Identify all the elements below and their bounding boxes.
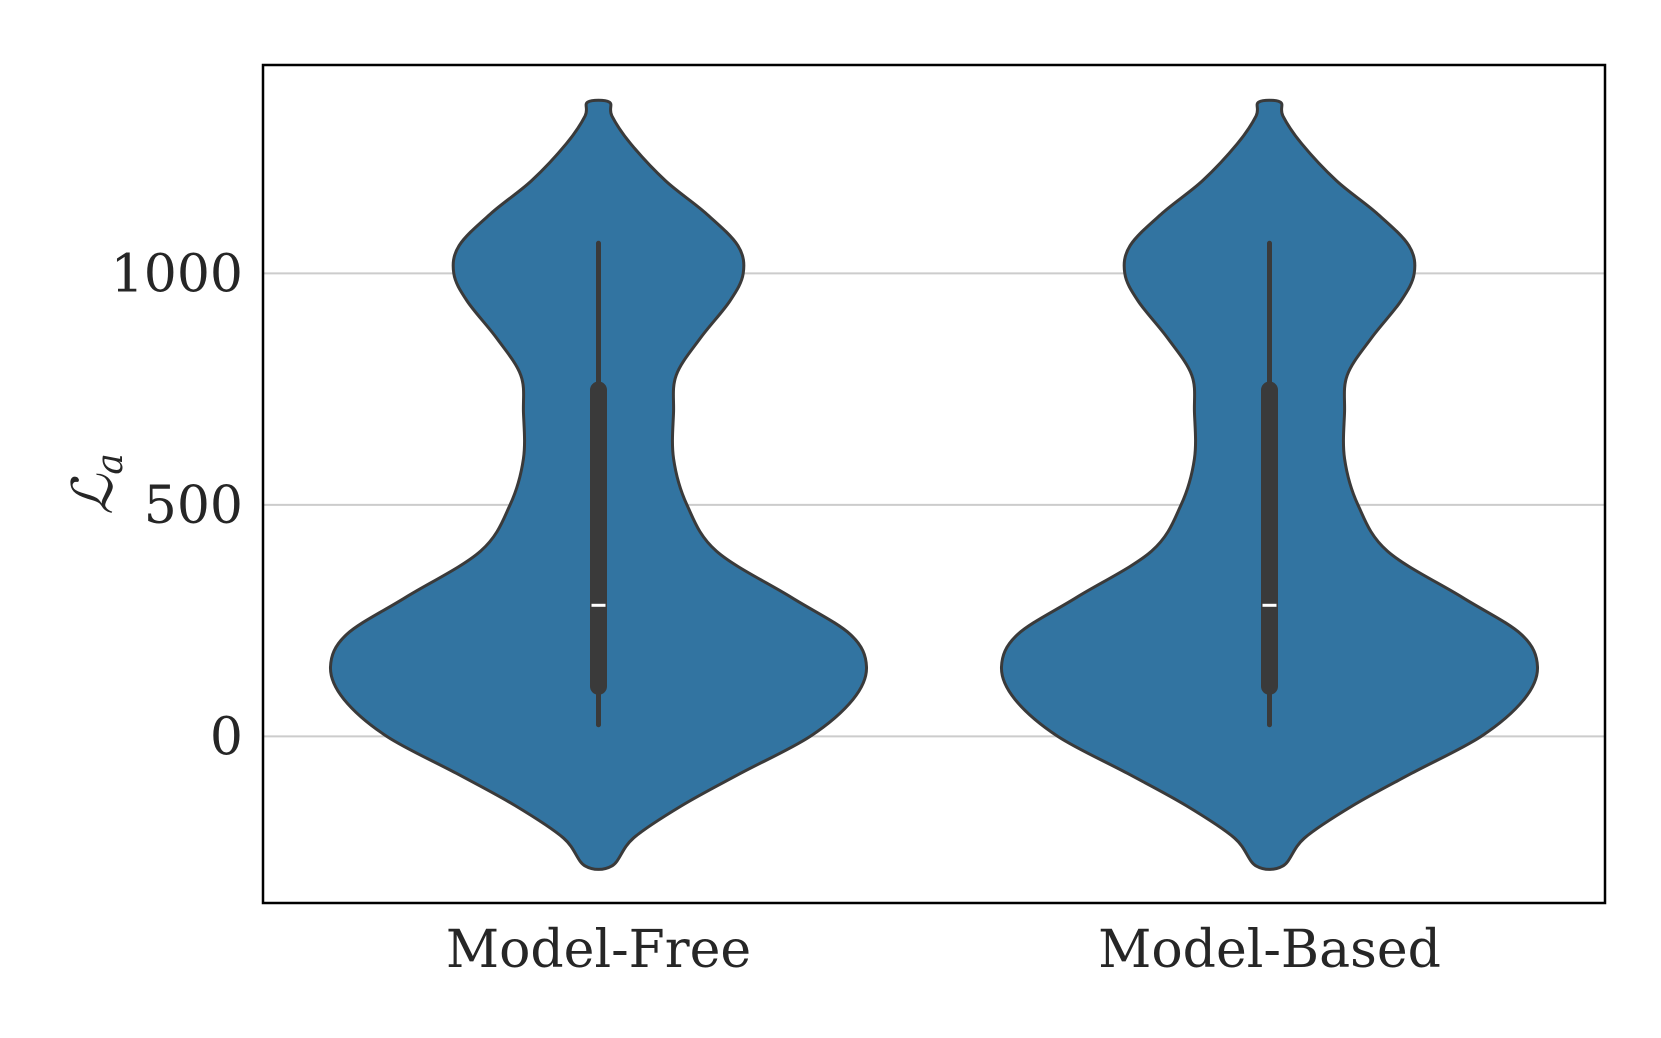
violins (328, 98, 1540, 871)
x-tick-label-model-free: Model-Free (446, 920, 751, 980)
y-tick-labels: 0 500 1000 (111, 244, 243, 767)
plot-frame (261, 63, 1607, 905)
y-tick-label-500: 500 (144, 476, 243, 536)
x-tick-label-model-based: Model-Based (1098, 920, 1441, 980)
y-axis-label-main: ℒ (61, 473, 126, 515)
y-axis-label: ℒa (61, 453, 131, 515)
y-tick-label-1000: 1000 (111, 244, 243, 304)
x-tick-labels: Model-Free Model-Based (446, 920, 1441, 980)
y-axis-label-subscript: a (90, 453, 131, 474)
y-tick-label-0: 0 (210, 707, 243, 767)
